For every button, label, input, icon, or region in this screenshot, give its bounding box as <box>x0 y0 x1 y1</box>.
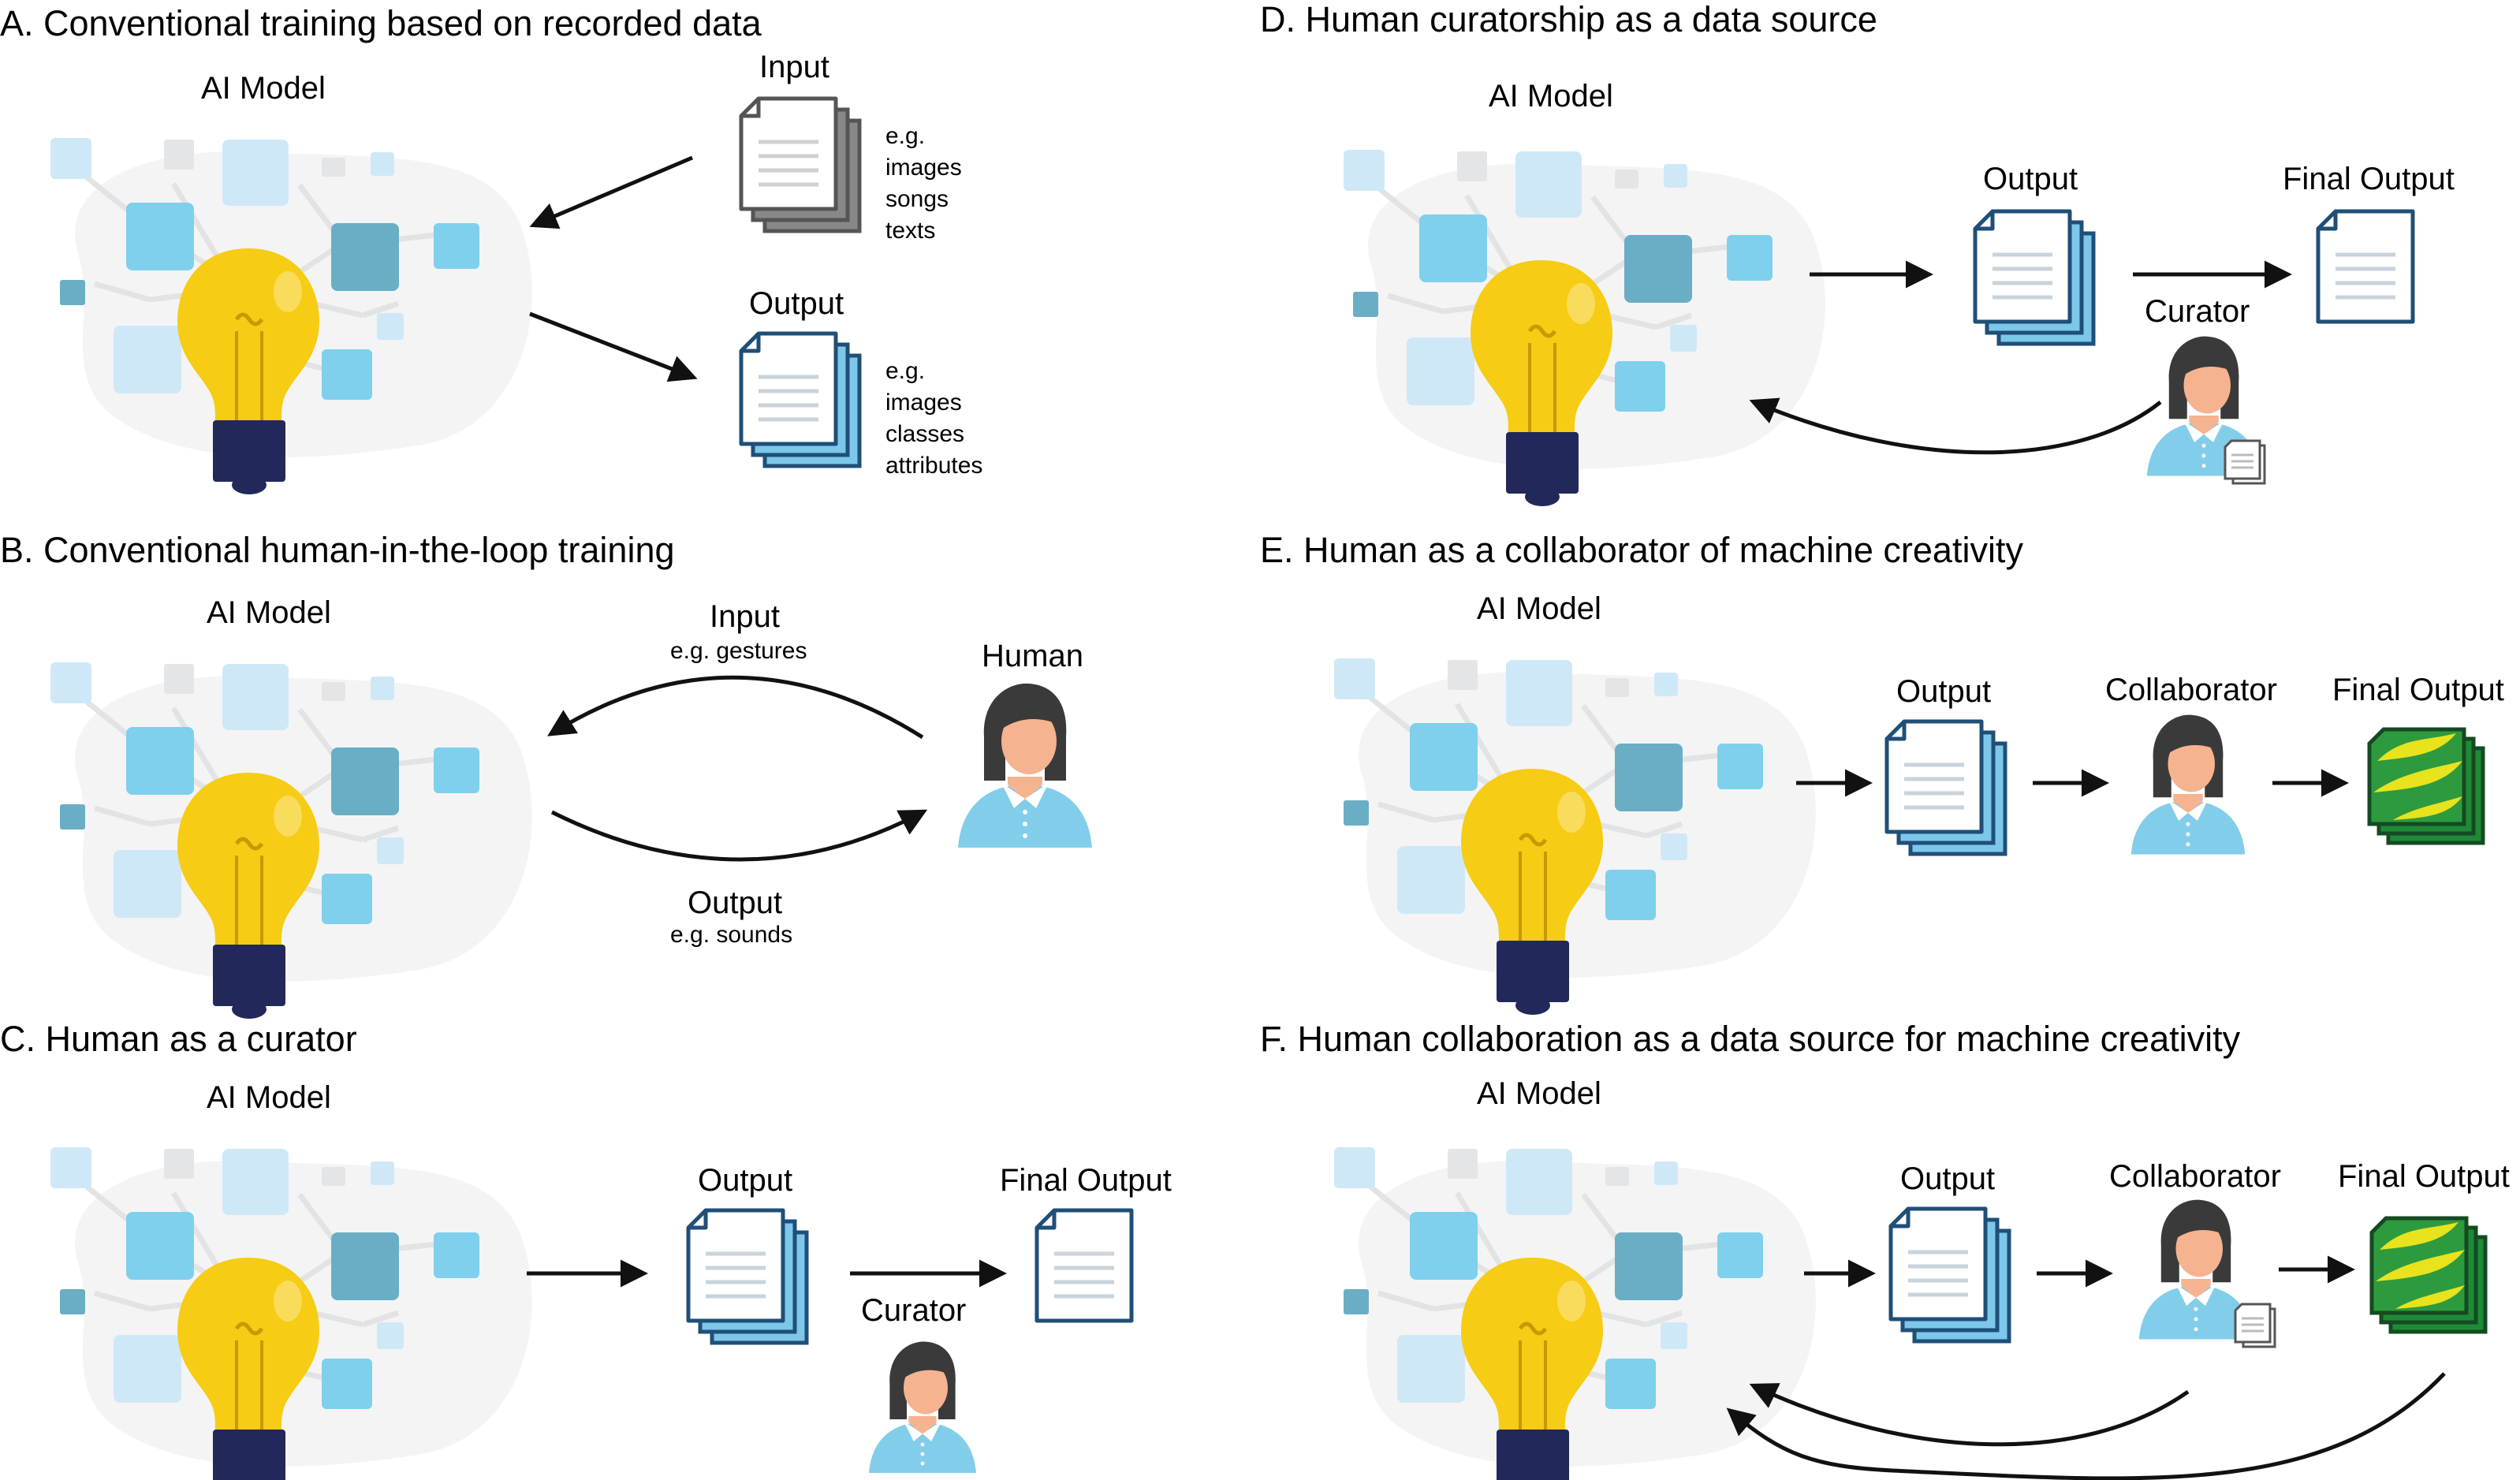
document-stack-icon <box>741 99 859 231</box>
panel-e-model-label: AI Model <box>1477 591 1601 626</box>
panel-c-model-label: AI Model <box>207 1080 331 1115</box>
document-icon <box>2318 211 2413 322</box>
panel-a-output-example-2: classes <box>885 421 964 447</box>
panel-d-title: D. Human curatorship as a data source <box>1260 0 1877 39</box>
document-stack-icon <box>1891 1209 2009 1341</box>
arrow-icon <box>547 675 924 740</box>
arrow-icon <box>529 311 698 382</box>
panel-c-title: C. Human as a curator <box>0 1019 357 1059</box>
arrow-icon <box>1749 397 2162 455</box>
document-icon <box>2224 439 2266 485</box>
panel-a-title: A. Conventional training based on record… <box>0 3 762 43</box>
panel-f-model-label: AI Model <box>1477 1076 1601 1111</box>
lightbulb-icon <box>50 1147 532 1480</box>
panel-f-final-label: Final Output <box>2338 1159 2510 1194</box>
person-icon <box>958 683 1092 848</box>
person-icon <box>869 1341 976 1473</box>
panel-e-final-label: Final Output <box>2332 673 2504 707</box>
arrow-icon <box>550 809 928 862</box>
panel-f-output-label: Output <box>1900 1161 1995 1196</box>
panel-c-curator-label: Curator <box>861 1293 966 1328</box>
panel-b-human-label: Human <box>982 639 1083 673</box>
panel-d: D. Human curatorship as a data source AI… <box>1260 0 2455 506</box>
panel-f-title: F. Human collaboration as a data source … <box>1260 1019 2241 1059</box>
document-icon <box>2234 1303 2276 1348</box>
panel-e-collaborator-label: Collaborator <box>2105 673 2277 707</box>
panel-a-output-example-3: attributes <box>885 453 982 479</box>
panel-d-curator-label: Curator <box>2145 294 2250 329</box>
lightbulb-icon <box>1344 150 1825 506</box>
document-stack-icon <box>688 1210 807 1343</box>
panel-a-output-example-1: images <box>885 390 962 416</box>
panel-c-final-label: Final Output <box>1000 1163 1172 1198</box>
panel-d-output-label: Output <box>1983 162 2078 196</box>
panel-a-input-example-3: texts <box>885 218 935 244</box>
lightbulb-icon <box>50 138 532 494</box>
panel-a-input-example-1: images <box>885 155 962 181</box>
panel-b-input-example: e.g. gestures <box>670 638 807 664</box>
panel-d-model-label: AI Model <box>1489 79 1613 114</box>
panel-f-collaborator-label: Collaborator <box>2109 1159 2281 1194</box>
panel-a-input-example-0: e.g. <box>885 123 925 149</box>
document-stack-icon <box>1887 721 2005 854</box>
panel-a: A. Conventional training based on record… <box>0 3 982 494</box>
panel-b-model-label: AI Model <box>207 595 331 630</box>
panel-a-input-label: Input <box>759 50 829 84</box>
panel-e-output-label: Output <box>1896 674 1991 709</box>
panel-b-title: B. Conventional human-in-the-loop traini… <box>0 530 675 570</box>
document-stack-icon <box>1975 211 2093 344</box>
lightbulb-icon <box>50 662 532 1019</box>
panel-a-output-label: Output <box>749 286 844 321</box>
document-stack-icon <box>741 334 859 466</box>
panel-e: E. Human as a collaborator of machine cr… <box>1260 530 2504 1015</box>
artwork-stack-icon <box>2369 729 2483 843</box>
arrow-icon <box>1726 1372 2446 1480</box>
arrow-icon <box>1749 1383 2190 1447</box>
panel-d-final-label: Final Output <box>2283 162 2455 196</box>
arrow-icon <box>529 155 693 229</box>
lightbulb-icon <box>1334 658 1816 1015</box>
panel-a-model-label: AI Model <box>201 71 326 106</box>
panel-a-input-example-2: songs <box>885 186 949 212</box>
panel-e-title: E. Human as a collaborator of machine cr… <box>1260 530 2023 570</box>
document-icon <box>1037 1210 1131 1321</box>
panel-b: B. Conventional human-in-the-loop traini… <box>0 530 1092 1019</box>
person-icon <box>2130 714 2246 855</box>
panel-c-output-label: Output <box>698 1163 792 1198</box>
artwork-stack-icon <box>2372 1218 2485 1332</box>
panel-b-output-label: Output <box>688 885 782 920</box>
panel-c: C. Human as a curator AI Model Output Fi… <box>0 1019 1172 1480</box>
panel-b-input-label: Input <box>710 599 780 634</box>
panel-b-output-example: e.g. sounds <box>670 922 792 948</box>
panel-a-output-example-0: e.g. <box>885 358 925 384</box>
panel-f: F. Human collaboration as a data source … <box>1260 1019 2510 1480</box>
lightbulb-icon <box>1334 1147 1816 1480</box>
